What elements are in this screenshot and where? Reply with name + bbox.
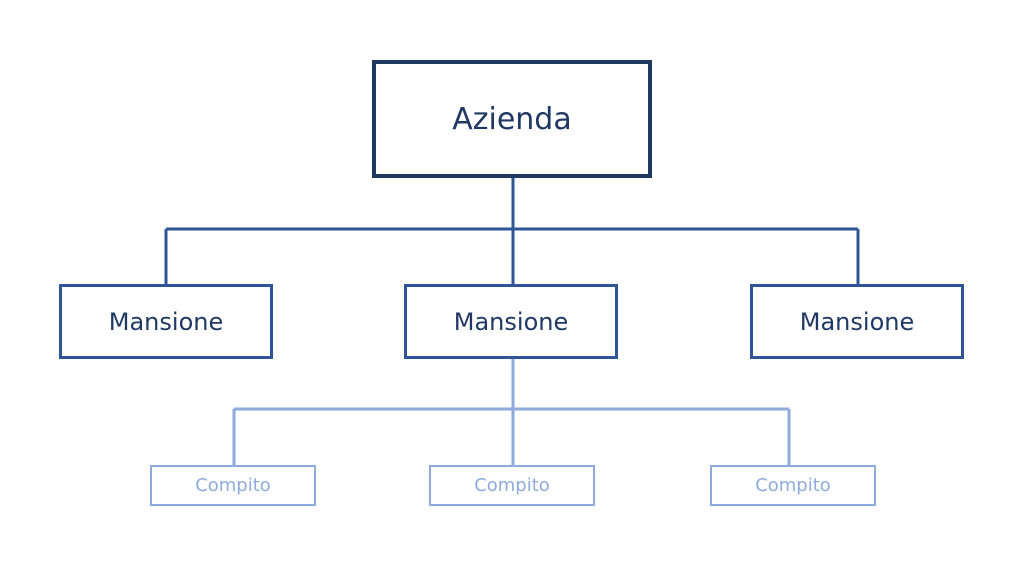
azienda-node: Azienda xyxy=(372,60,652,178)
mansione-label: Mansione xyxy=(799,307,915,336)
mansione-label: Mansione xyxy=(453,307,569,336)
azienda-label: Azienda xyxy=(452,101,572,137)
mansione-node-2: Mansione xyxy=(404,284,618,359)
mansione-label: Mansione xyxy=(108,307,224,336)
mansione-node-3: Mansione xyxy=(750,284,964,359)
compito-node-2: Compito xyxy=(429,465,595,506)
compito-node-1: Compito xyxy=(150,465,316,506)
compito-label: Compito xyxy=(195,475,271,496)
compito-label: Compito xyxy=(755,475,831,496)
compito-label: Compito xyxy=(474,475,550,496)
mansione-node-1: Mansione xyxy=(59,284,273,359)
compito-node-3: Compito xyxy=(710,465,876,506)
